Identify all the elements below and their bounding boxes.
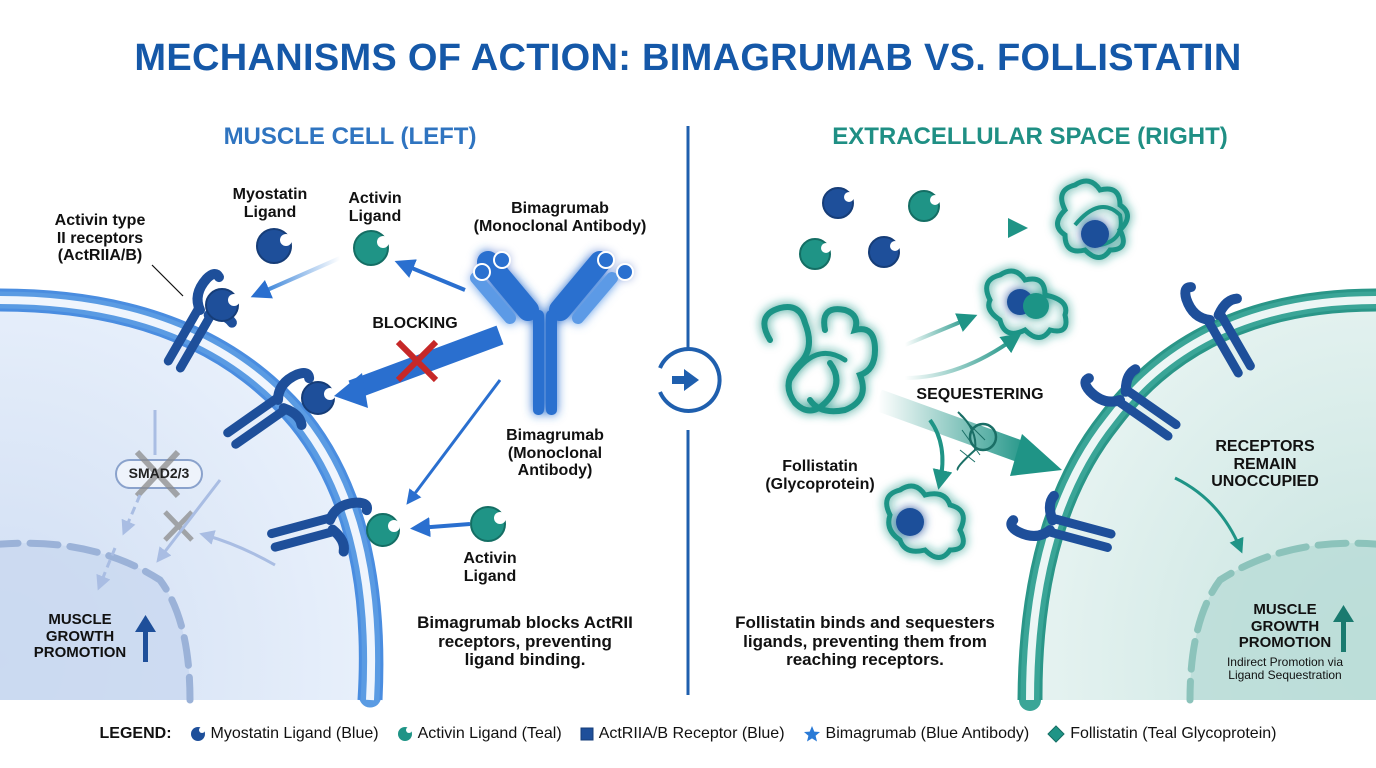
smad-nucleus-arrow <box>96 547 117 591</box>
legend-label: Bimagrumab (Blue Antibody) <box>825 725 1030 742</box>
legend-item-receptor: ActRIIA/B Receptor (Blue) <box>580 725 785 743</box>
receptor-label: Activin type II receptors (ActRIIA/B) <box>54 212 146 265</box>
activin-ligand-free-bottom <box>470 506 506 542</box>
antibody-star-icon <box>803 726 820 742</box>
receptors-unoccupied-label: RECEPTORS REMAIN UNOCCUPIED <box>1211 438 1319 491</box>
activin-ligand-free-top <box>353 230 389 266</box>
legend-label: Follistatin (Teal Glycoprotein) <box>1070 725 1277 742</box>
legend-item-activin: Activin Ligand (Teal) <box>397 725 562 743</box>
arrow-antibody-to-activin <box>394 259 466 292</box>
arrow-activin-to-receptor <box>250 256 341 299</box>
legend-item-antibody: Bimagrumab (Blue Antibody) <box>803 725 1030 743</box>
arrow-activin-bottom <box>410 517 471 538</box>
myostatin-ligand-icon <box>190 727 205 741</box>
follistatin-diamond-icon <box>1047 725 1065 743</box>
antibody-label-mid: Bimagrumab (Monoclonal Antibody) <box>506 427 604 480</box>
legend-label: Myostatin Ligand (Blue) <box>210 725 379 742</box>
growth-note-right: Indirect Promotion via Ligand Sequestrat… <box>1226 655 1344 683</box>
legend-label: ActRIIA/B Receptor (Blue) <box>598 725 785 742</box>
growth-up-arrow-left <box>135 615 156 662</box>
right-description: Follistatin binds and sequesters ligands… <box>735 613 995 670</box>
arrow-antibody-to-bottom-receptor <box>406 379 502 505</box>
smad-cross-icon <box>134 449 194 542</box>
sequestering-net-icon <box>956 411 998 471</box>
follistatin-label: Follistatin (Glycoprotein) <box>765 458 875 493</box>
follistatin-glycoprotein-icon <box>761 304 879 415</box>
legend-item-follistatin: Follistatin (Teal Glycoprotein) <box>1047 725 1276 743</box>
left-panel-heading: MUSCLE CELL (LEFT) <box>223 123 477 150</box>
follistatin-complex-top <box>1055 178 1130 260</box>
blocking-label: BLOCKING <box>372 315 458 332</box>
follistatin-complex-mid <box>984 268 1069 340</box>
sequestering-label: SEQUESTERING <box>916 386 1044 403</box>
legend: LEGEND: Myostatin Ligand (Blue) Activin … <box>0 700 1376 768</box>
legend-label: Activin Ligand (Teal) <box>417 725 562 742</box>
activin-ligand-icon <box>397 727 412 741</box>
smad-out-arrow <box>121 494 142 536</box>
sequestering-arrow <box>874 389 1034 466</box>
myostatin-ligand-free <box>256 228 292 264</box>
growth-up-arrow-right <box>1333 605 1354 652</box>
blocking-arrow <box>348 325 504 400</box>
right-panel-heading: EXTRACELLULAR SPACE (RIGHT) <box>832 123 1228 150</box>
left-description: Bimagrumab blocks ActRII receptors, prev… <box>417 613 633 670</box>
receptor-square-icon <box>580 727 594 741</box>
right-muscle-cell <box>1017 288 1376 711</box>
arrow-follistatin-to-complex-2 <box>904 333 1022 380</box>
signal-arrow-blocked <box>156 479 222 563</box>
right-free-ligands <box>799 187 940 270</box>
growth-label-left: MUSCLE GROWTH PROMOTION <box>33 611 127 661</box>
arrow-to-nucleus-right <box>1174 476 1244 554</box>
bound-myostatin-top <box>205 288 240 322</box>
bound-activin-bottom <box>366 513 400 547</box>
blocking-cross-icon <box>395 339 439 383</box>
growth-label-right: MUSCLE GROWTH PROMOTION <box>1238 601 1332 651</box>
legend-title: LEGEND: <box>99 725 172 742</box>
right-nucleus <box>1186 539 1376 704</box>
left-nucleus <box>0 539 194 704</box>
arrow-follistatin-to-complex-1 <box>904 313 978 347</box>
signal-arrow-bottom <box>199 530 276 567</box>
follistatin-complex-bottom <box>884 483 966 560</box>
antibody-label-top: Bimagrumab (Monoclonal Antibody) <box>473 200 647 235</box>
bimagrumab-antibody-icon <box>470 251 634 415</box>
myostatin-label: Myostatin Ligand <box>232 186 308 221</box>
activin-label-bottom: Activin Ligand <box>463 550 517 585</box>
arrow-right-circle-icon <box>658 347 722 413</box>
page-title: MECHANISMS OF ACTION: BIMAGRUMAB VS. FOL… <box>134 37 1242 79</box>
activin-label-top: Activin Ligand <box>348 190 402 225</box>
legend-item-myostatin: Myostatin Ligand (Blue) <box>190 725 379 743</box>
smad-label: SMAD2/3 <box>128 465 190 481</box>
bound-myostatin-mid <box>301 381 336 415</box>
